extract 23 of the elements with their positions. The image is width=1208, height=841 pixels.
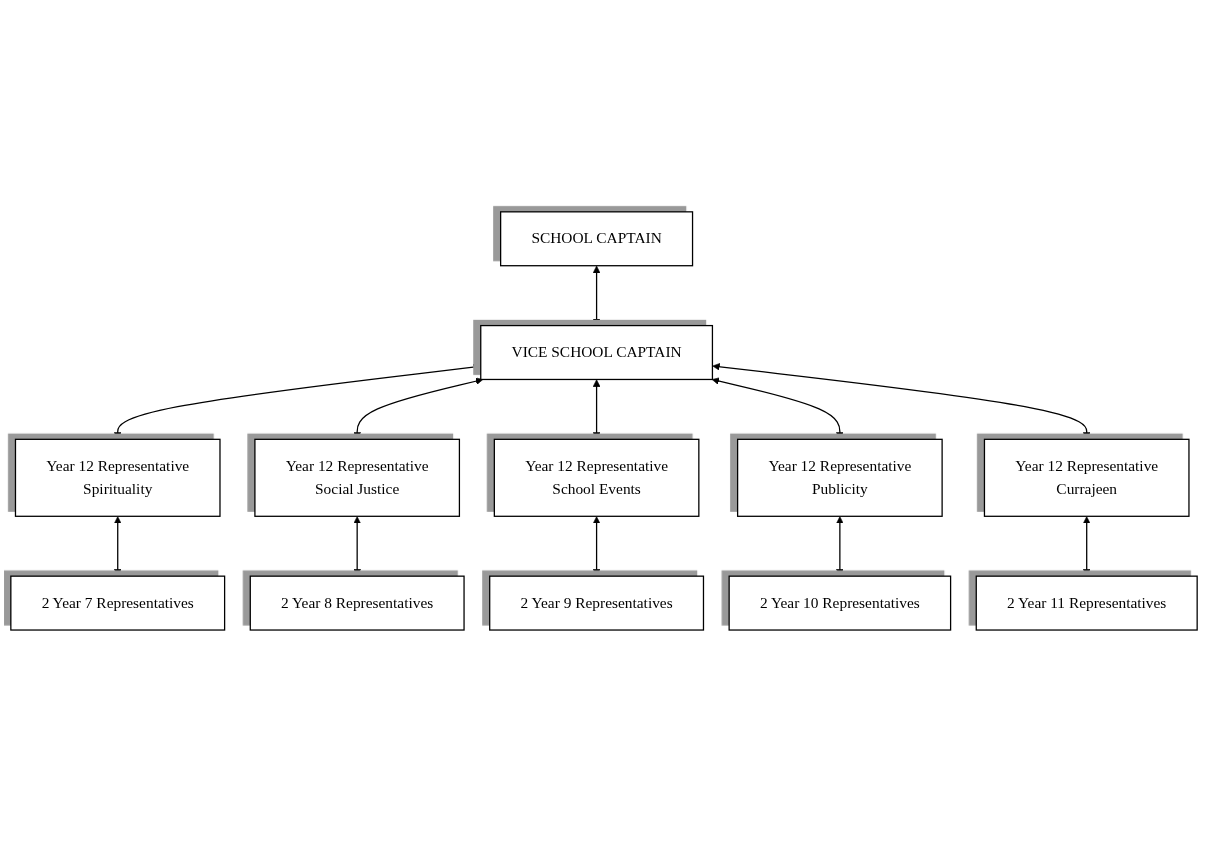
arrow xyxy=(592,265,601,326)
node-box: SCHOOL CAPTAIN xyxy=(500,210,694,266)
node-box: Year 12 Representative Publicity xyxy=(737,438,943,517)
arrow xyxy=(711,377,844,440)
arrow xyxy=(712,362,1091,440)
node-box: VICE SCHOOL CAPTAIN xyxy=(480,324,714,380)
arrow xyxy=(353,377,484,440)
arrow xyxy=(113,362,481,440)
arrow xyxy=(836,515,844,577)
arrow xyxy=(353,515,361,577)
node-box: Year 12 Representative School Events xyxy=(493,438,700,517)
node-box: 2 Year 10 Representatives xyxy=(728,575,952,631)
node-box: 2 Year 11 Representatives xyxy=(975,575,1198,631)
arrow xyxy=(592,379,601,440)
node-box: 2 Year 9 Representatives xyxy=(489,575,705,631)
node-box: 2 Year 8 Representatives xyxy=(249,575,465,631)
arrow xyxy=(592,515,601,577)
node-box: Year 12 Representative Spirituality xyxy=(14,438,221,517)
arrow xyxy=(113,515,122,577)
arrow xyxy=(1082,515,1091,577)
node-box: Year 12 Representative Currajeen xyxy=(983,438,1190,517)
node-box: Year 12 Representative Social Justice xyxy=(254,438,461,517)
node-box: 2 Year 7 Representatives xyxy=(10,575,226,631)
